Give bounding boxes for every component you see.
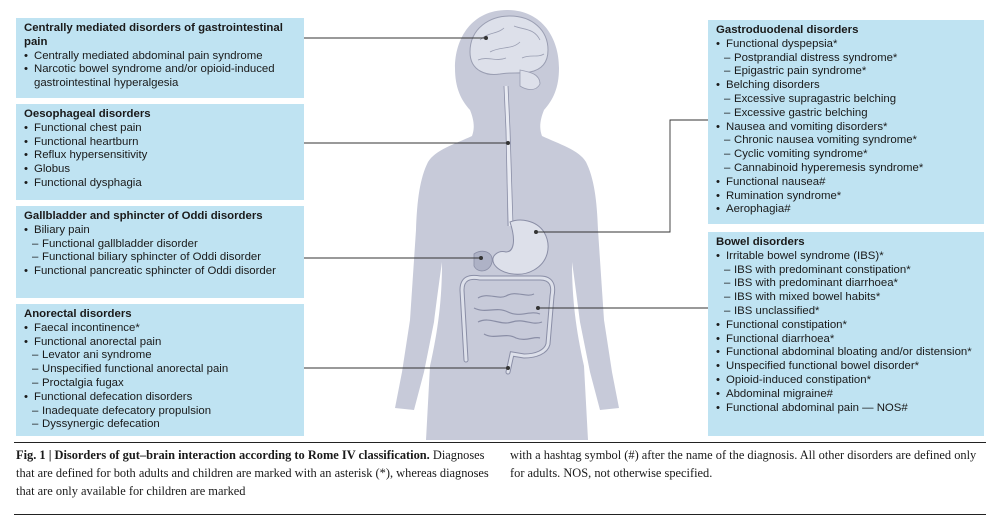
list-item: Functional pancreatic sphincter of Oddi … [24,265,296,279]
list-item: Biliary pain [24,224,296,238]
list-item: Globus [24,163,296,177]
brain-folds [477,25,545,61]
figure-caption-right-text: with a hashtag symbol (#) after the name… [510,448,977,480]
sub-list-item: IBS unclassified* [716,305,976,319]
central-disorders-box: Centrally mediated disorders of gastroin… [16,18,304,98]
list-item: Narcotic bowel syndrome and/or opioid-in… [24,63,296,91]
bowel-disorders-list: Irritable bowel syndrome (IBS)*IBS with … [716,250,976,416]
stomach [492,219,549,275]
central-disorders-list: Centrally mediated abdominal pain syndro… [24,50,296,91]
sub-list-item: Postprandial distress syndrome* [716,52,976,66]
list-item: Functional anorectal pain [24,336,296,350]
human-body-illustration [304,10,708,440]
central-disorders-title: Centrally mediated disorders of gastroin… [24,22,283,48]
oesophageal-disorders-title: Oesophageal disorders [24,108,151,120]
figure-caption-right: with a hashtag symbol (#) after the name… [510,446,986,482]
oesophagus [504,85,513,227]
gallbladder [473,250,493,272]
list-item: Abdominal migraine# [716,388,976,402]
small-intestine [473,293,543,341]
gastroduodenal-disorders-list: Functional dyspepsia*Postprandial distre… [716,38,976,217]
list-item: Functional defecation disorders [24,391,296,405]
anorectal-disorders-box: Anorectal disorders Faecal incontinence*… [16,304,304,436]
leader-lines [304,37,708,369]
gallbladder-disorders-title: Gallbladder and sphincter of Oddi disord… [24,210,263,222]
caption-top-rule [14,442,986,443]
gallbladder-disorders-list: Biliary painFunctional gallbladder disor… [24,224,296,279]
oesophageal-disorders-list: Functional chest painFunctional heartbur… [24,122,296,191]
sub-list-item: Excessive gastric belching [716,107,976,121]
sub-list-item: Cannabinoid hyperemesis syndrome* [716,162,976,176]
list-item: Functional abdominal bloating and/or dis… [716,346,976,360]
list-item: Functional abdominal pain — NOS# [716,402,976,416]
sub-list-item: Functional gallbladder disorder [24,238,296,252]
sub-list-item: Excessive supragastric belching [716,93,976,107]
brainstem [519,69,541,90]
anorectal-disorders-list: Faecal incontinence*Functional anorectal… [24,322,296,432]
oesophageal-disorders-box: Oesophageal disorders Functional chest p… [16,104,304,200]
list-item: Opioid-induced constipation* [716,374,976,388]
leader-dots [479,36,540,370]
figure-caption-left: Fig. 1 | Disorders of gut–brain interact… [16,446,496,500]
list-item: Functional dyspepsia* [716,38,976,52]
brain [469,15,549,75]
list-item: Belching disorders [716,79,976,93]
gastroduodenal-disorders-title: Gastroduodenal disorders [716,24,859,36]
sub-list-item: Unspecified functional anorectal pain [24,363,296,377]
list-item: Aerophagia# [716,203,976,217]
oesophagus-outline [503,85,514,227]
large-intestine-fill [460,275,555,374]
list-item: Functional constipation* [716,319,976,333]
list-item: Functional heartburn [24,136,296,150]
sub-list-item: Levator ani syndrome [24,349,296,363]
figure-caption-left-text: Diagnoses that are defined for both adul… [16,448,489,498]
sub-list-item: Proctalgia fugax [24,377,296,391]
sub-list-item: Cyclic vomiting syndrome* [716,148,976,162]
sub-list-item: IBS with predominant constipation* [716,264,976,278]
list-item: Functional chest pain [24,122,296,136]
list-item: Reflux hypersensitivity [24,149,296,163]
leader-gastroduodenal [536,119,708,233]
sub-list-item: Functional biliary sphincter of Oddi dis… [24,251,296,265]
sub-list-item: Chronic nausea vomiting syndrome* [716,134,976,148]
list-item: Rumination syndrome* [716,190,976,204]
sub-list-item: IBS with predominant diarrhoea* [716,277,976,291]
list-item: Functional diarrhoea* [716,333,976,347]
list-item: Centrally mediated abdominal pain syndro… [24,50,296,64]
list-item: Nausea and vomiting disorders* [716,121,976,135]
anorectal-disorders-title: Anorectal disorders [24,308,132,320]
sub-list-item: Epigastric pain syndrome* [716,65,976,79]
sub-list-item: IBS with mixed bowel habits* [716,291,976,305]
list-item: Unspecified functional bowel disorder* [716,360,976,374]
bowel-disorders-title: Bowel disorders [716,236,805,248]
list-item: Irritable bowel syndrome (IBS)* [716,250,976,264]
list-item: Faecal incontinence* [24,322,296,336]
list-item: Functional dysphagia [24,177,296,191]
gastroduodenal-disorders-box: Gastroduodenal disorders Functional dysp… [708,20,984,224]
sub-list-item: Dyssynergic defecation [24,418,296,432]
gallbladder-disorders-box: Gallbladder and sphincter of Oddi disord… [16,206,304,298]
figure-caption-title: Fig. 1 | Disorders of gut–brain interact… [16,448,430,462]
list-item: Functional nausea# [716,176,976,190]
body-silhouette [395,10,619,440]
caption-bottom-rule [14,514,986,515]
bowel-disorders-box: Bowel disorders Irritable bowel syndrome… [708,232,984,436]
sub-list-item: Inadequate defecatory propulsion [24,405,296,419]
